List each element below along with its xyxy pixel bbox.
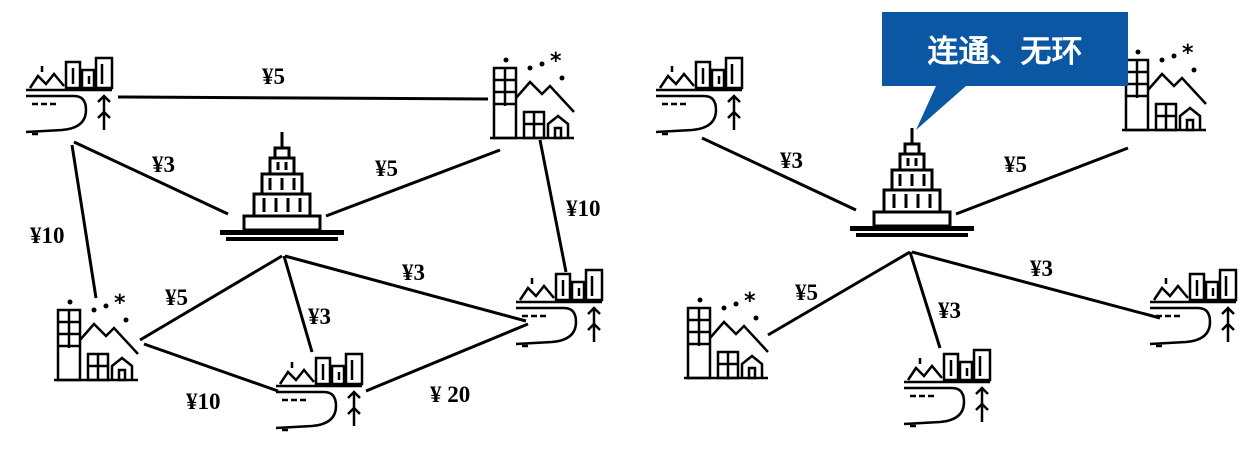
edge-center-bm — [282, 255, 314, 353]
left-graph: ¥5 ¥3 ¥5 ¥10 ¥10 ¥5 ¥3 ¥3 ¥10 ¥ 20 — [24, 47, 604, 432]
edge-center-r — [284, 254, 527, 323]
edge-center-r — [911, 250, 1161, 320]
skyscraper-icon — [218, 130, 346, 243]
callout-bubble — [882, 12, 1128, 130]
callout-label: 连通、无环 — [928, 34, 1083, 70]
coastal-town-icon — [24, 56, 114, 136]
callout: 连通、无环 — [882, 12, 1128, 130]
edge-label: ¥5 — [1004, 152, 1027, 177]
edge-bl-bm — [143, 342, 279, 393]
city-mountain-icon — [488, 47, 576, 140]
left-edges — [70, 95, 568, 393]
edge-label: ¥3 — [938, 298, 961, 323]
edge-label: ¥5 — [375, 156, 398, 181]
coastal-town-icon — [274, 352, 364, 432]
edge-label: ¥10 — [186, 389, 221, 414]
right-edges — [701, 136, 1161, 349]
coastal-town-icon — [902, 348, 992, 428]
right-graph: 连通、无环 ¥3 ¥5 ¥5 ¥3 ¥3 — [654, 12, 1238, 428]
coastal-town-icon — [1148, 268, 1238, 348]
edge-tr-r — [538, 139, 568, 273]
edge-label: ¥5 — [165, 285, 188, 310]
edge-center-tl — [701, 136, 857, 212]
edge-center-bl — [139, 254, 283, 342]
left-edge-labels: ¥5 ¥3 ¥5 ¥10 ¥10 ¥5 ¥3 ¥3 ¥10 ¥ 20 — [30, 64, 601, 414]
edge-label: ¥3 — [780, 148, 803, 173]
edge-center-bm — [908, 251, 942, 349]
edge-label: ¥ 20 — [430, 382, 470, 407]
right-edge-labels: ¥3 ¥5 ¥5 ¥3 ¥3 — [780, 148, 1053, 323]
edge-center-tr — [325, 148, 501, 218]
city-mountain-icon — [1120, 39, 1208, 132]
edge-label: ¥3 — [308, 304, 331, 329]
city-mountain-icon — [52, 289, 140, 382]
edge-label: ¥3 — [1030, 256, 1053, 281]
edge-label: ¥10 — [30, 223, 65, 248]
edge-label: ¥3 — [402, 260, 425, 285]
edge-center-tr — [955, 146, 1129, 216]
skyscraper-icon — [848, 126, 976, 239]
edge-bm-r — [365, 322, 529, 393]
city-mountain-icon — [682, 287, 770, 380]
edge-label: ¥3 — [152, 152, 175, 177]
edge-center-bl — [767, 250, 911, 337]
edge-label: ¥5 — [795, 280, 818, 305]
coastal-town-icon — [654, 56, 744, 136]
edge-tl-tr — [117, 95, 489, 101]
edge-label: ¥5 — [262, 64, 285, 89]
coastal-town-icon — [514, 268, 604, 348]
edge-label: ¥10 — [566, 196, 601, 221]
edge-tl-bl — [70, 144, 98, 299]
edge-tl-center — [73, 140, 229, 216]
